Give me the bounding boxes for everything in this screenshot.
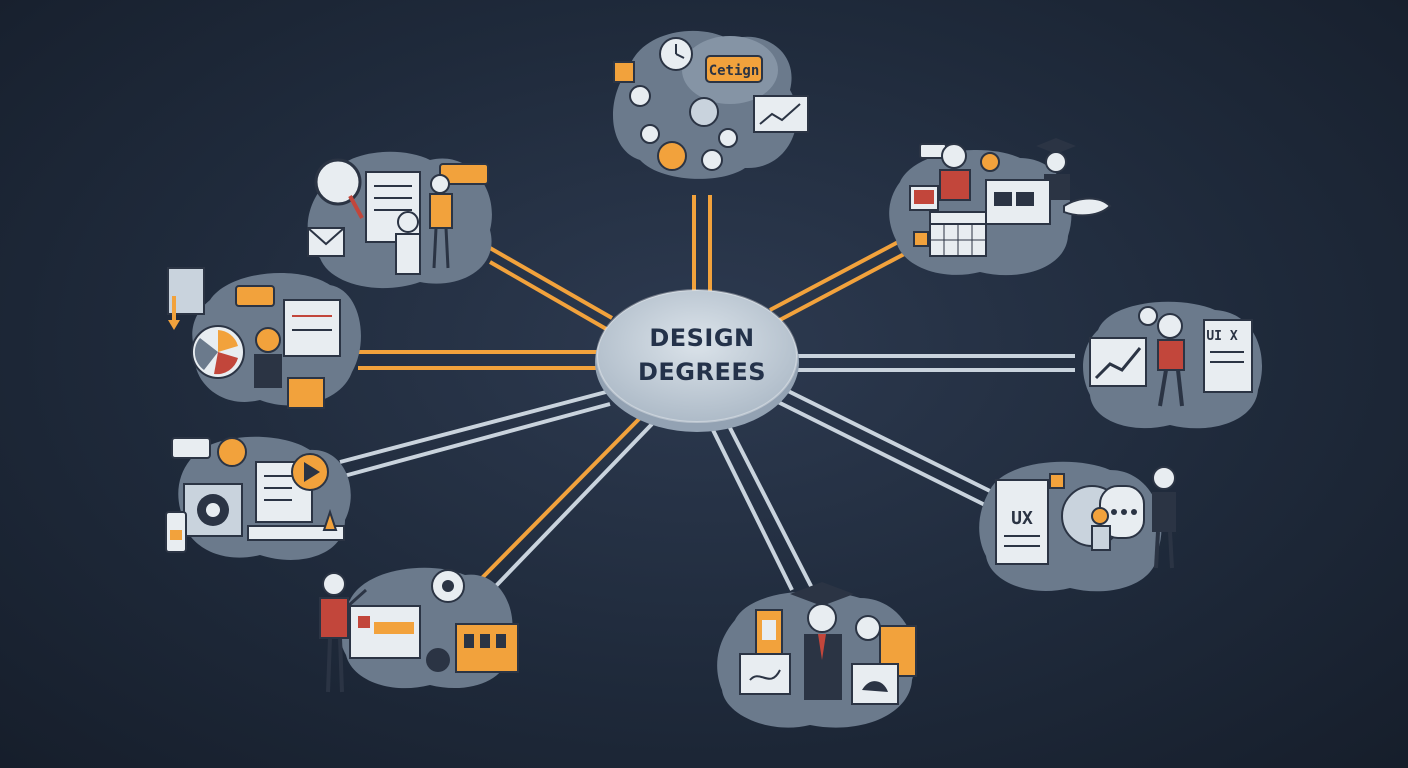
design-tag-badge bbox=[705, 55, 763, 83]
cluster-bottom bbox=[717, 582, 917, 728]
connector-bottom bbox=[710, 423, 814, 591]
search-icon bbox=[1138, 306, 1158, 326]
person-avatar-icon bbox=[657, 141, 687, 171]
cluster-bottom-left bbox=[319, 567, 519, 693]
connector-left bbox=[358, 350, 600, 370]
ux-document bbox=[995, 479, 1049, 565]
folder-icon bbox=[913, 231, 929, 247]
cluster-lower-left bbox=[165, 436, 351, 560]
connector-top bbox=[692, 195, 712, 295]
drawing-card bbox=[851, 663, 899, 705]
wireframe-panel bbox=[283, 299, 341, 357]
hub-title-line2: DEGREES bbox=[638, 358, 766, 386]
connector-upper-right bbox=[769, 238, 909, 324]
keyboard-icon bbox=[247, 525, 345, 541]
chart-monitor-icon bbox=[753, 95, 809, 133]
sketch-monitor bbox=[739, 653, 791, 695]
handshake-icon bbox=[1063, 197, 1112, 217]
student-figure bbox=[1091, 507, 1111, 551]
cluster-top: Cetign bbox=[612, 30, 809, 179]
badge-icon bbox=[855, 615, 881, 641]
settings-icon bbox=[426, 648, 450, 672]
connector-bottom-left bbox=[476, 416, 654, 592]
user-icon bbox=[980, 152, 1000, 172]
teacher-figure bbox=[939, 143, 971, 201]
design-tag-label: Cetign bbox=[709, 63, 760, 79]
connector-right bbox=[796, 354, 1075, 372]
connector-lower-left bbox=[339, 390, 611, 478]
notes-icon bbox=[613, 61, 635, 83]
magnifier-icon bbox=[314, 158, 362, 206]
graduate-figure bbox=[1036, 138, 1076, 200]
growth-chart-monitor bbox=[1089, 337, 1147, 387]
hub-node: DESIGN DEGREES bbox=[595, 289, 799, 432]
connector-upper-left bbox=[489, 246, 613, 332]
ux-document bbox=[1203, 319, 1253, 393]
cluster-upper-left bbox=[307, 151, 492, 289]
ux-mid-label: UX bbox=[1011, 508, 1033, 529]
designer-at-desk bbox=[254, 327, 325, 409]
avatar-icon bbox=[217, 437, 247, 467]
target-icon bbox=[718, 128, 738, 148]
presenter-figure bbox=[319, 572, 367, 693]
cluster-right: UI X bbox=[1083, 301, 1263, 429]
pen-icon bbox=[322, 508, 338, 531]
doctor-figure bbox=[395, 211, 421, 275]
settings-icon bbox=[640, 124, 660, 144]
frame-icon bbox=[1049, 473, 1065, 489]
cluster-lower-right: UX bbox=[979, 461, 1176, 592]
graduate-figure bbox=[790, 582, 854, 700]
hub-gear-icon bbox=[689, 97, 719, 127]
cluster-upper-right bbox=[889, 138, 1112, 276]
ux-top-label: UI X bbox=[1206, 329, 1237, 344]
bulb-icon bbox=[701, 149, 723, 171]
message-icon bbox=[171, 437, 211, 459]
cluster-left bbox=[167, 267, 361, 409]
hub-title-line1: DESIGN bbox=[649, 324, 754, 352]
mentor-figure bbox=[1152, 466, 1176, 569]
user-icon bbox=[629, 85, 651, 107]
designer-figure bbox=[429, 174, 453, 269]
chat-bubble-icon bbox=[235, 285, 275, 307]
analyst-figure bbox=[1157, 313, 1185, 407]
connectors bbox=[339, 195, 1075, 592]
connector-lower-right bbox=[777, 388, 993, 507]
